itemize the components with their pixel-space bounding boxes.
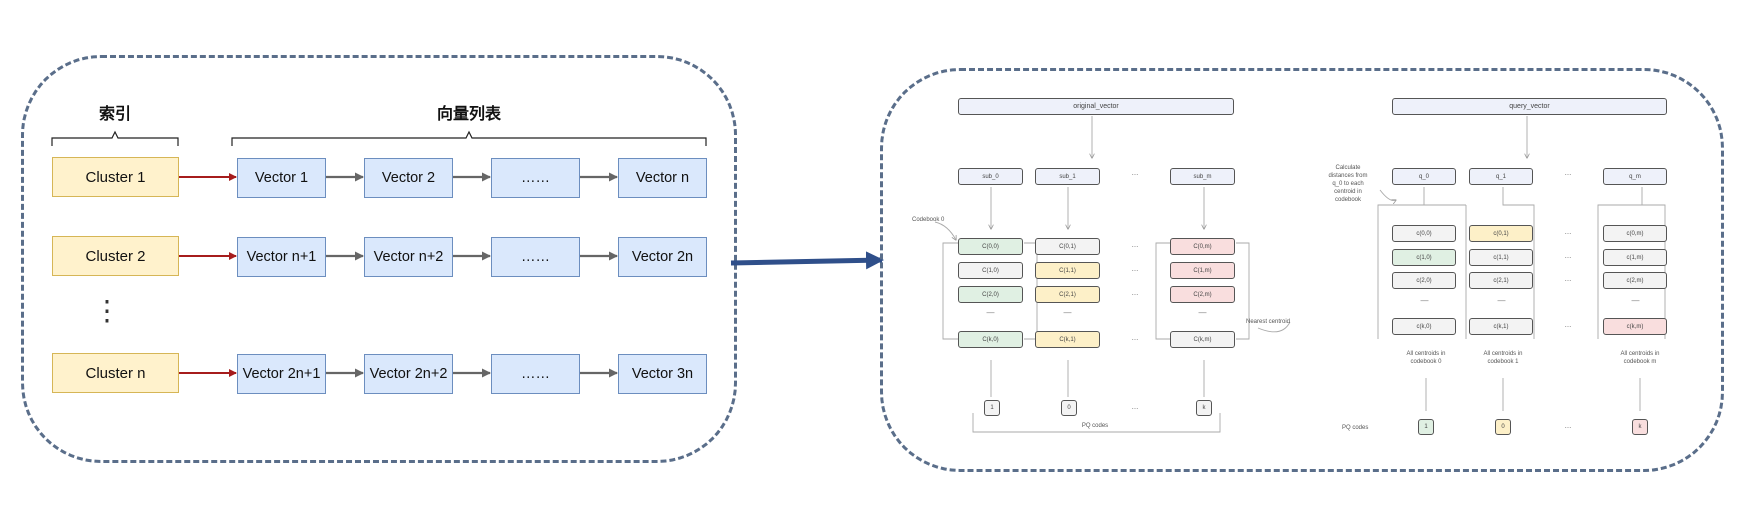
query-sub-box: q_1: [1469, 168, 1533, 185]
centroid-box: c(1,0): [1392, 249, 1456, 266]
centroid-box: C(2,0): [958, 286, 1023, 303]
pq-codes-label: PQ codes: [1342, 425, 1369, 431]
vector-list-header: 向量列表: [436, 104, 501, 123]
centroid-box: C(0,1): [1035, 238, 1100, 255]
ellipsis: ...: [1564, 274, 1572, 283]
original-vector-box: original_vector: [958, 98, 1234, 115]
centroid-box: c(k,1): [1469, 318, 1533, 335]
centroid-box: C(1,1): [1035, 262, 1100, 279]
centroid-box: c(0,m): [1603, 225, 1667, 242]
codebook-label: Codebook 0: [912, 217, 945, 223]
all-centroids-label: All centroids in codebook m: [1620, 351, 1660, 365]
vector-box: Vector 2n+1: [237, 354, 326, 394]
dash: —: [1420, 296, 1429, 305]
pq-code-box: 1: [1418, 419, 1434, 435]
nearest-centroid-label: Nearest centroid: [1246, 319, 1291, 325]
vector-box: Vector n+1: [237, 237, 326, 277]
ellipsis: ...: [1564, 320, 1572, 329]
centroid-box: c(2,0): [1392, 272, 1456, 289]
ellipsis: ...: [1131, 288, 1139, 297]
vector-box: ……: [491, 158, 580, 198]
pq-code-box: k: [1196, 400, 1212, 416]
ellipsis: ...: [1564, 421, 1572, 430]
vector-box: Vector n+2: [364, 237, 453, 277]
vector-box: ……: [491, 354, 580, 394]
vector-box: ……: [491, 237, 580, 277]
centroid-box: C(k,0): [958, 331, 1023, 348]
vector-list-brace: [231, 130, 707, 146]
pq-code-box: k: [1632, 419, 1648, 435]
query-sub-box: q_0: [1392, 168, 1456, 185]
all-centroids-label: All centroids in codebook 1: [1483, 351, 1523, 365]
vector-box: Vector n: [618, 158, 707, 198]
ellipsis: ...: [1564, 227, 1572, 236]
query-vector-box: query_vector: [1392, 98, 1667, 115]
centroid-box: c(2,m): [1603, 272, 1667, 289]
ellipsis: ...: [1131, 402, 1139, 411]
encode-connectors: [934, 116, 1291, 433]
dash: —: [1063, 308, 1072, 317]
centroid-box: c(0,0): [1392, 225, 1456, 242]
vector-box: Vector 3n: [618, 354, 707, 394]
ellipsis: ...: [1131, 333, 1139, 342]
centroid-box: c(0,1): [1469, 225, 1533, 242]
index-brace: [51, 130, 179, 146]
vector-box: Vector 2n: [618, 237, 707, 277]
ellipsis: ...: [1131, 264, 1139, 273]
centroid-box: c(1,1): [1469, 249, 1533, 266]
centroid-box: c(2,1): [1469, 272, 1533, 289]
centroid-box: c(k,m): [1603, 318, 1667, 335]
query-sub-box: q_m: [1603, 168, 1667, 185]
vertical-ellipsis: ⋮: [93, 295, 121, 326]
centroid-box: c(1,m): [1603, 249, 1667, 266]
centroid-box: C(2,1): [1035, 286, 1100, 303]
pq-panel: [880, 68, 1724, 472]
big-transition-arrow: [730, 251, 884, 270]
vector-box: Vector 1: [237, 158, 326, 198]
vector-box: Vector 2n+2: [364, 354, 453, 394]
dash: —: [1497, 296, 1506, 305]
sub-vector-box: sub_m: [1170, 168, 1235, 185]
cluster-box: Cluster 2: [52, 236, 179, 276]
ellipsis: ...: [1131, 168, 1139, 177]
pq-codes-label: PQ codes: [1081, 423, 1109, 429]
centroid-box: c(k,0): [1392, 318, 1456, 335]
sub-vector-box: sub_1: [1035, 168, 1100, 185]
vector-chain-arrows: [326, 172, 618, 378]
index-header: 索引: [98, 104, 131, 123]
centroid-box: C(2,m): [1170, 286, 1235, 303]
query-connectors: [1377, 116, 1666, 411]
cluster-box: Cluster 1: [52, 157, 179, 197]
centroid-box: C(k,m): [1170, 331, 1235, 348]
vector-box: Vector 2: [364, 158, 453, 198]
ellipsis: ...: [1131, 240, 1139, 249]
ellipsis: ...: [1564, 251, 1572, 260]
ivf-index-panel: [21, 55, 737, 463]
all-centroids-label: All centroids in codebook 0: [1406, 351, 1446, 365]
pq-code-box: 1: [984, 400, 1000, 416]
centroid-box: C(1,m): [1170, 262, 1235, 279]
cluster-box: Cluster n: [52, 353, 179, 393]
ellipsis: ...: [1564, 168, 1572, 177]
centroid-box: C(1,0): [958, 262, 1023, 279]
pq-code-box: 0: [1061, 400, 1077, 416]
dash: —: [1198, 308, 1207, 317]
dash: —: [986, 308, 995, 317]
centroid-box: C(0,m): [1170, 238, 1235, 255]
centroid-box: C(k,1): [1035, 331, 1100, 348]
dash: —: [1631, 296, 1640, 305]
calculate-distances-label: Calculate distances from q_0 to each cen…: [1328, 165, 1368, 203]
sub-vector-box: sub_0: [958, 168, 1023, 185]
centroid-box: C(0,0): [958, 238, 1023, 255]
pq-code-box: 0: [1495, 419, 1511, 435]
